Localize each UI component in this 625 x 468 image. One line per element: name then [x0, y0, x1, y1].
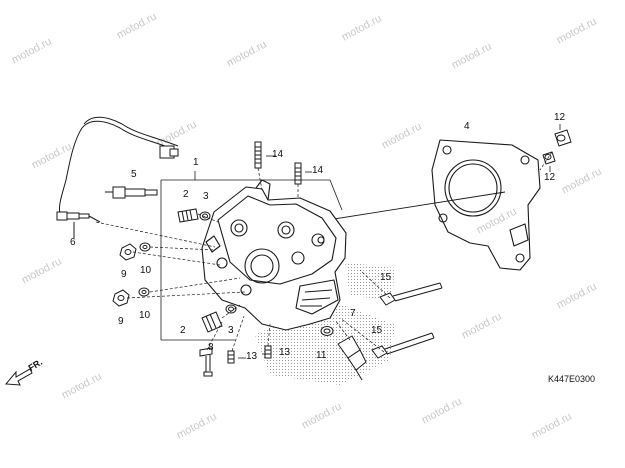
- callout-3: 3: [203, 191, 209, 202]
- callout-1: 1: [193, 157, 199, 168]
- gasket: [431, 139, 541, 271]
- callout-5: 5: [131, 169, 137, 180]
- callout-2: 2: [183, 189, 189, 200]
- cylinder-head: [201, 179, 347, 331]
- dowel-pin: [542, 129, 572, 165]
- stud-bolt: [254, 141, 302, 185]
- temperature-sensor: [320, 326, 367, 381]
- callout-15: 15: [371, 325, 383, 336]
- callout-14: 14: [272, 149, 284, 160]
- oxygen-sensor: [56, 116, 179, 238]
- flange-bolt: [371, 282, 443, 359]
- front-arrow: [4, 368, 33, 386]
- spark-plug: [105, 186, 158, 199]
- callout-12: 12: [554, 112, 566, 123]
- callout-12: 12: [544, 172, 556, 183]
- callout-9: 9: [118, 316, 124, 327]
- callout-13: 13: [279, 347, 291, 358]
- callout-14: 14: [312, 165, 324, 176]
- callout-4: 4: [464, 121, 470, 132]
- diagram-code: K447E0300: [548, 374, 596, 384]
- washer: [138, 242, 151, 297]
- callout-ticks: [73, 124, 561, 359]
- callout-3: 3: [228, 325, 234, 336]
- joint-pipe: [201, 304, 237, 333]
- bracket-item-1: [160, 171, 343, 341]
- callout-10: 10: [139, 310, 151, 321]
- callout-9: 9: [121, 269, 127, 280]
- callout-8: 8: [208, 342, 214, 353]
- leader-lines: [95, 151, 553, 353]
- callout-10: 10: [140, 265, 152, 276]
- callout-6: 6: [70, 237, 76, 248]
- callout-13: 13: [246, 351, 258, 362]
- callout-7: 7: [350, 308, 356, 319]
- callout-2: 2: [180, 325, 186, 336]
- shadow-stipple: [345, 262, 395, 300]
- callout-11: 11: [316, 350, 327, 361]
- small-bolt: [199, 347, 213, 377]
- hex-nut: [112, 243, 137, 307]
- callout-15: 15: [380, 272, 392, 283]
- joint-pipe: [177, 208, 211, 223]
